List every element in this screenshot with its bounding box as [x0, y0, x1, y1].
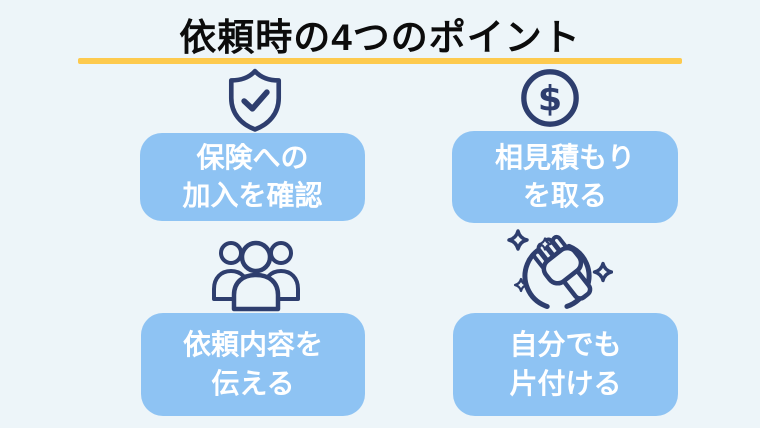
shield-check-icon [228, 68, 282, 132]
point-text-line: 保険への [196, 141, 309, 173]
point-box-self-cleanup: 自分でも 片付ける [453, 313, 678, 416]
page-title: 依頼時の4つのポイント [179, 17, 581, 58]
point-text-line: 相見積もり [494, 141, 635, 173]
point-text-line: 加入を確認 [182, 180, 323, 211]
point-text-line: を取る [522, 180, 607, 211]
point-text-line: 片付ける [509, 367, 622, 399]
point-text-line: 自分でも [509, 329, 622, 361]
point-text-line: 伝える [211, 367, 295, 399]
point-text-line: 依頼内容を [182, 329, 323, 361]
point-box-insurance: 保険への 加入を確認 [140, 133, 365, 221]
dollar-circle-icon: $ [521, 69, 579, 127]
dollar-symbol: $ [538, 80, 562, 120]
title-underline [78, 58, 682, 64]
point-box-quotes: 相見積もり を取る [452, 131, 678, 223]
point-box-request-details: 依頼内容を 伝える [141, 313, 365, 416]
people-group-icon [212, 240, 300, 312]
cleaning-hand-icon [507, 229, 613, 311]
